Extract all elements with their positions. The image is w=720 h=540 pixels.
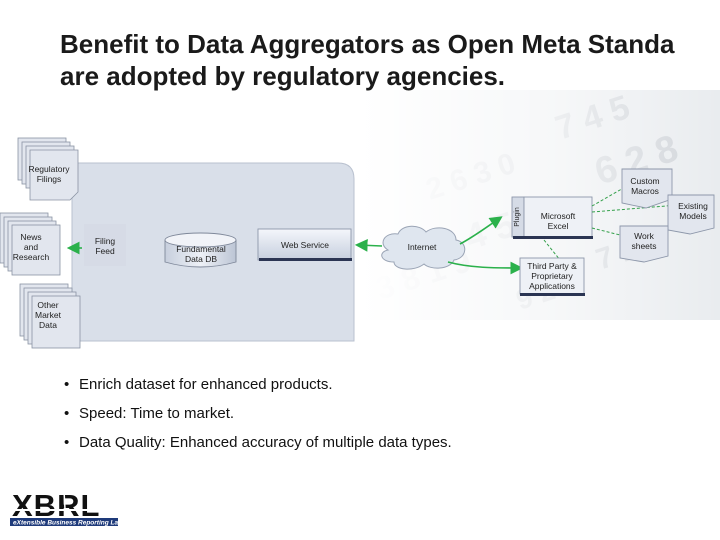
title-line-1: Benefit to Data Aggregators as Open Meta… xyxy=(60,29,675,59)
label-news-research: News and Research xyxy=(8,232,54,262)
label-web-service: Web Service xyxy=(280,240,330,250)
label-regulatory-filings: Regulatory Filings xyxy=(25,164,73,184)
bullet-item: •Speed: Time to market. xyxy=(64,405,235,422)
label-line: Microsoft xyxy=(540,211,576,221)
svg-text:eXtensible Business Reporting: eXtensible Business Reporting Language xyxy=(13,520,130,527)
label-line: Proprietary xyxy=(531,271,573,281)
internet-cloud xyxy=(381,225,466,270)
other-market-data-stack xyxy=(19,283,81,349)
news-research-stack xyxy=(0,212,61,276)
label-line: Data DB xyxy=(184,254,218,264)
label-line: Macros xyxy=(631,186,659,196)
bullet-text: Data Quality: Enhanced accuracy of multi… xyxy=(79,434,452,451)
benefit-bullets: •Enrich dataset for enhanced products. •… xyxy=(64,374,452,461)
title-line-2: are adopted by regulatory agencies. xyxy=(60,61,506,91)
label-line: Market xyxy=(35,310,61,320)
label-line: Fundamental xyxy=(176,244,226,254)
label-fundamental-db: Fundamental Data DB xyxy=(168,244,234,264)
label-existing-models: Existing Models xyxy=(670,201,716,221)
svg-text:XBRL: XBRL xyxy=(12,488,100,523)
label-line: Excel xyxy=(547,221,569,231)
third-party-box xyxy=(519,257,585,296)
label-internet: Internet xyxy=(407,242,437,252)
label-line: Research xyxy=(12,252,50,262)
bullet-item: •Enrich dataset for enhanced products. xyxy=(64,376,333,393)
label-line: Regulatory xyxy=(28,164,70,174)
label-custom-macros: Custom Macros xyxy=(622,176,668,196)
label-line: Custom xyxy=(630,176,660,186)
label-line: Other xyxy=(37,300,59,310)
bullet-item: •Data Quality: Enhanced accuracy of mult… xyxy=(64,434,452,451)
work-sheets-doc xyxy=(619,225,669,263)
label-line: News xyxy=(20,232,42,242)
web-service-box xyxy=(257,228,352,261)
connection-arrows xyxy=(66,216,524,275)
slide-title: Benefit to Data Aggregators as Open Meta… xyxy=(60,28,720,92)
label-third-party: Third Party & Proprietary Applications xyxy=(520,261,584,291)
label-excel: Microsoft Excel xyxy=(526,211,590,231)
label-filing-feed: Filing Feed xyxy=(84,236,126,256)
label-work-sheets: Work sheets xyxy=(620,231,668,251)
regulatory-filings-stack xyxy=(17,137,79,201)
label-line: Existing xyxy=(678,201,708,211)
existing-models-doc xyxy=(667,194,715,235)
custom-macros-doc xyxy=(621,168,673,209)
label-line: Applications xyxy=(529,281,575,291)
bullet-text: Speed: Time to market. xyxy=(79,405,235,422)
label-plugin: Plugin xyxy=(514,207,521,227)
label-line: sheets xyxy=(631,241,657,251)
label-line: Filing xyxy=(94,236,116,246)
label-line: Third Party & xyxy=(527,261,577,271)
fundamental-db-cylinder xyxy=(164,232,237,268)
xbrl-logo: XBRL eXtensible Business Reporting Langu… xyxy=(10,488,130,528)
plugin-excel-box xyxy=(511,196,593,239)
label-line: Feed xyxy=(95,246,115,256)
label-line: Models xyxy=(679,211,707,221)
label-line: Work xyxy=(634,231,654,241)
label-line: Filings xyxy=(36,174,62,184)
bullet-text: Enrich dataset for enhanced products. xyxy=(79,376,333,393)
label-other-market-data: Other Market Data xyxy=(28,300,68,330)
label-line: and xyxy=(23,242,39,252)
filing-feed-cylinder xyxy=(84,224,126,266)
label-line: Data xyxy=(39,320,57,330)
